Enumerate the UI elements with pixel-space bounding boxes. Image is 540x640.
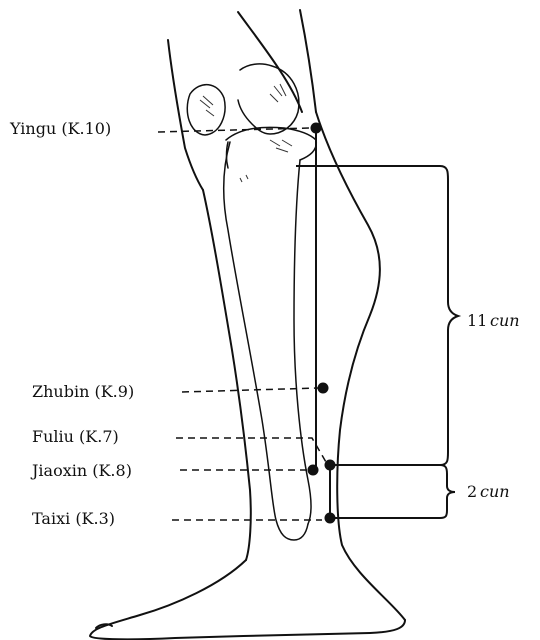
acupoint-fuliu-marker bbox=[325, 460, 336, 471]
measurement-bracket-2-cun bbox=[330, 465, 455, 518]
acupoint-label-zhubin: Zhubin (K.9) bbox=[32, 382, 134, 401]
acupoint-zhubin-marker bbox=[318, 383, 329, 394]
leg-outline bbox=[90, 10, 405, 639]
measurement-label-2-unit: cun bbox=[480, 482, 510, 501]
acupoint-label-yingu: Yingu (K.10) bbox=[9, 119, 111, 138]
acupoint-label-fuliu: Fuliu (K.7) bbox=[32, 427, 119, 446]
acupoint-label-taixi: Taixi (K.3) bbox=[32, 509, 115, 528]
acupoint-jiaoxin-marker bbox=[308, 465, 319, 476]
knee-bones bbox=[187, 64, 316, 168]
measurement-label-11-unit: cun bbox=[490, 311, 520, 330]
tibia-bone bbox=[224, 142, 311, 540]
acupoint-label-jiaoxin: Jiaoxin (K.8) bbox=[30, 461, 132, 480]
measurement-label-11-number: 11 bbox=[467, 311, 487, 330]
leader-line-zhubin bbox=[182, 388, 318, 392]
measurement-label-2-number: 2 bbox=[467, 482, 477, 501]
measurement-bracket-11-cun bbox=[296, 166, 458, 465]
acupoint-yingu-marker bbox=[311, 123, 322, 134]
acupoint-taixi-marker bbox=[325, 513, 336, 524]
